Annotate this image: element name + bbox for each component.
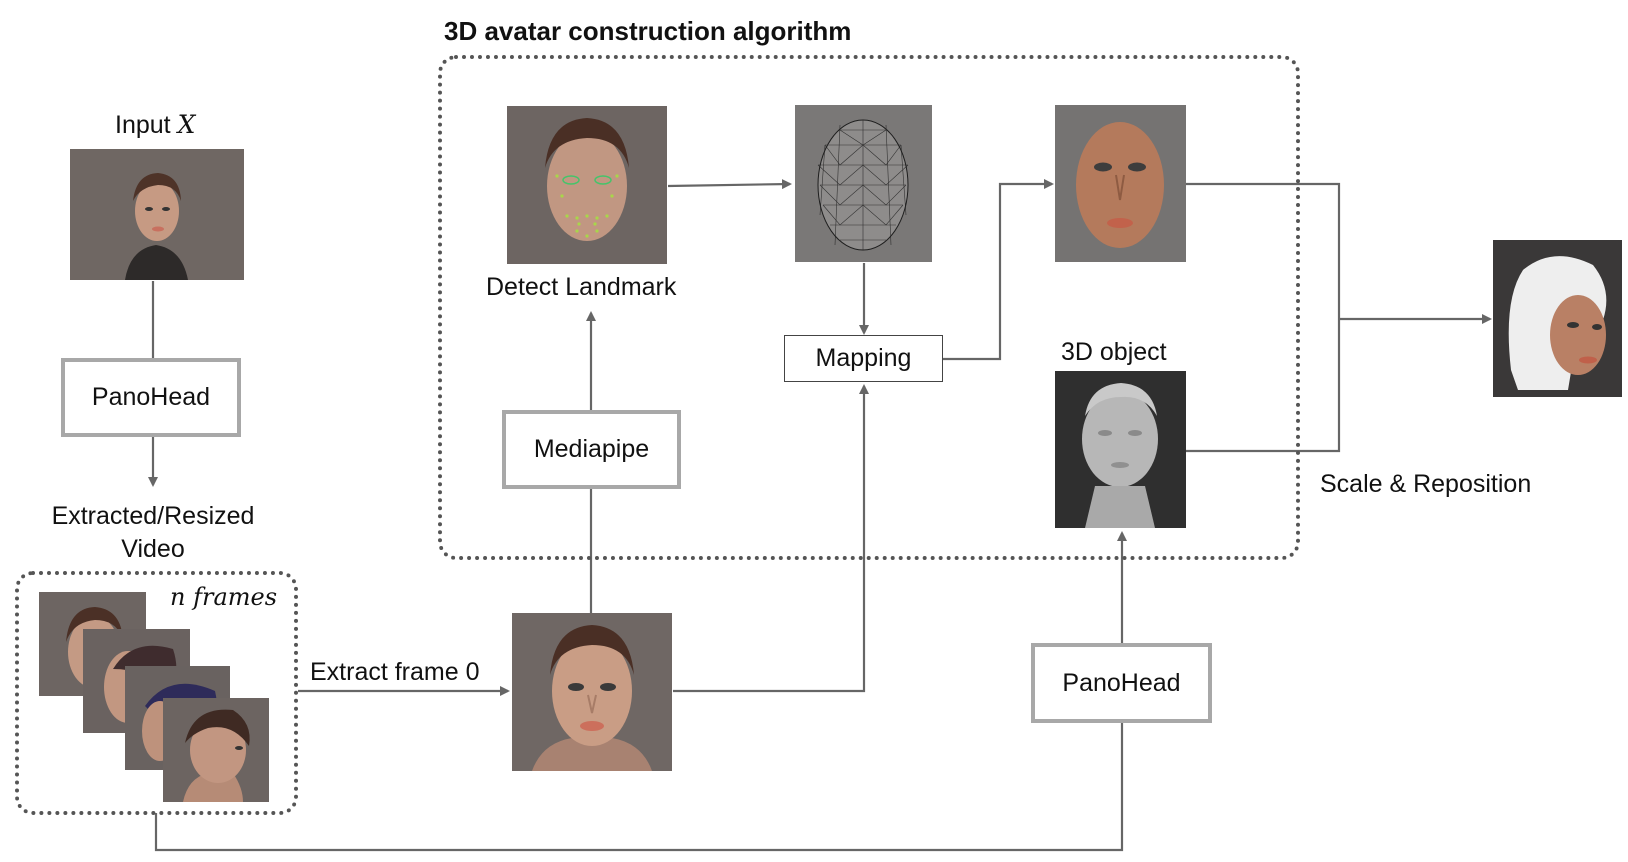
panohead-bottom-label: PanoHead xyxy=(1062,668,1181,697)
frames-container xyxy=(15,571,298,815)
mediapipe-box: Mediapipe xyxy=(502,410,681,489)
frame-0-image xyxy=(512,613,672,771)
object-3d-image xyxy=(1055,371,1186,528)
input-label-variable: X xyxy=(177,110,196,139)
frames-to-panohead-line xyxy=(154,723,1124,852)
landmark-to-mesh-arrow xyxy=(667,179,792,190)
n-frames-label: n frames xyxy=(170,583,278,611)
detect-landmark-label: Detect Landmark xyxy=(486,273,677,301)
mediapipe-label: Mediapipe xyxy=(533,435,650,463)
final-avatar-image xyxy=(1493,240,1622,397)
extracted-video-label: Extracted/Resized Video xyxy=(28,500,278,566)
panohead-left-label: PanoHead xyxy=(91,383,211,411)
mapping-label: Mapping xyxy=(815,344,912,372)
input-face-image xyxy=(70,149,244,280)
frame-to-mapping-arrow xyxy=(673,384,869,693)
video-frame-4 xyxy=(163,698,269,802)
mapping-box: Mapping xyxy=(784,335,943,382)
face-mesh-image xyxy=(795,105,932,262)
input-label: Input X xyxy=(115,110,195,140)
scale-reposition-label: Scale & Reposition xyxy=(1320,470,1532,498)
textured-face-image xyxy=(1055,105,1186,262)
mapping-to-face-arrow xyxy=(943,179,1054,361)
algorithm-title: 3D avatar construction algorithm xyxy=(444,16,852,46)
panohead-box-left: PanoHead xyxy=(61,358,241,437)
panohead-box-bottom: PanoHead xyxy=(1031,643,1212,723)
extracted-video-line2: Video xyxy=(121,535,185,563)
input-label-prefix: Input xyxy=(115,111,178,139)
merge-bracket-line xyxy=(1186,182,1341,453)
landmark-face-image xyxy=(507,106,667,264)
extract-frame-label: Extract frame 0 xyxy=(310,658,480,686)
object-3d-label: 3D object xyxy=(1061,338,1167,366)
extracted-video-line1: Extracted/Resized xyxy=(51,502,255,530)
algorithm-container xyxy=(438,55,1300,560)
